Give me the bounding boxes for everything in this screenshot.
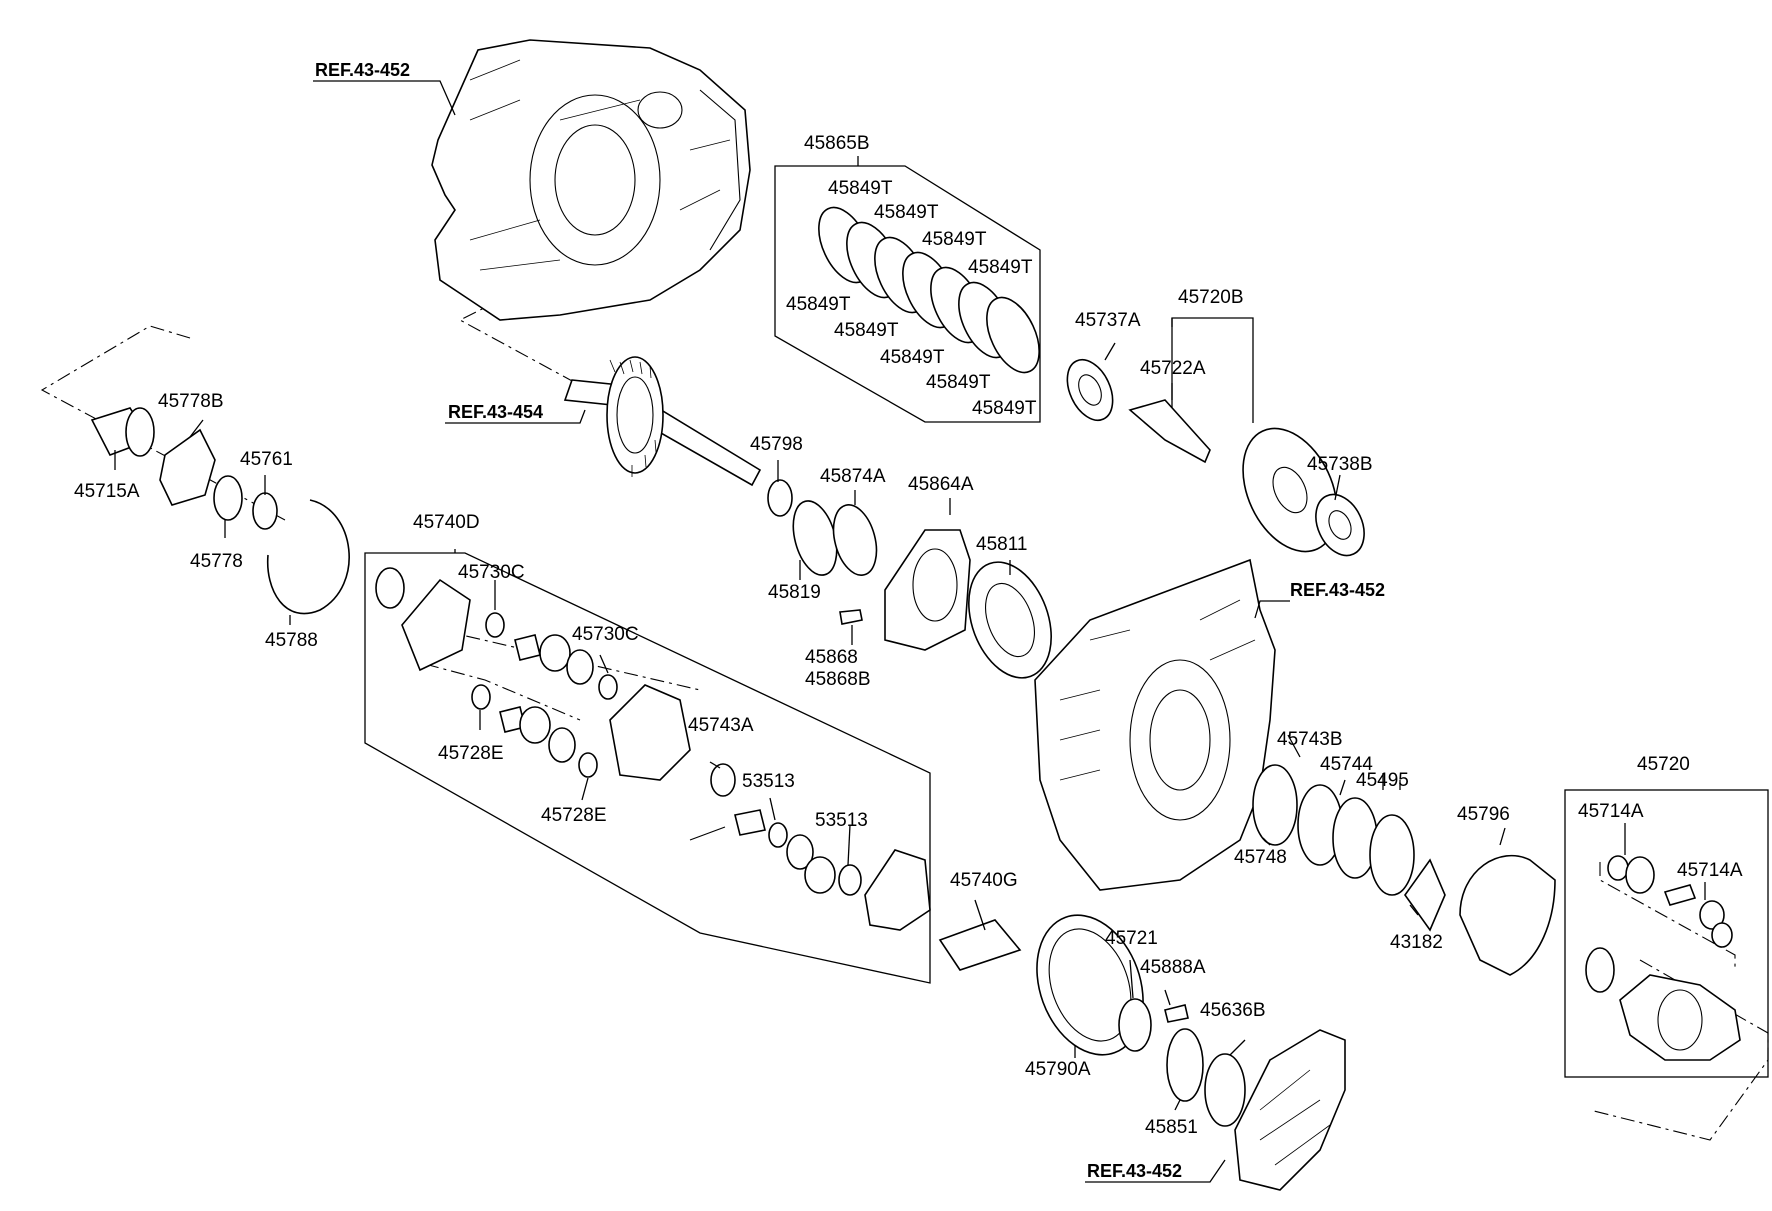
- part-label-45722A: 45722A: [1140, 358, 1206, 379]
- part-label-45849T: 45849T: [880, 347, 945, 368]
- part-label-45738B: 45738B: [1307, 454, 1373, 475]
- part-label-45790A: 45790A: [1025, 1059, 1091, 1080]
- part-label-45778B: 45778B: [158, 391, 224, 412]
- part-label-45728E: 45728E: [438, 743, 504, 764]
- planetary-group-45740D: [375, 567, 931, 931]
- planet-carrier-45720: [1585, 855, 1741, 1061]
- centerline-planetary: [424, 663, 581, 721]
- part-label-45849T: 45849T: [786, 294, 851, 315]
- part-label-45730C: 45730C: [572, 624, 639, 645]
- part-label-45888A: 45888A: [1140, 957, 1206, 978]
- part-label-45849T: 45849T: [922, 229, 987, 250]
- part-label-43182: 43182: [1390, 932, 1443, 953]
- part-label-45811: 45811: [976, 534, 1027, 555]
- part-label-45728E: 45728E: [541, 805, 607, 826]
- centerline-45720-inner: [1599, 862, 1736, 970]
- part-label-45868: 45868: [805, 647, 858, 668]
- part-label-45743B: 45743B: [1277, 729, 1343, 750]
- group-box-45865B: [774, 165, 1041, 423]
- part-label-45851: 45851: [1145, 1117, 1198, 1138]
- part-label-45720: 45720: [1637, 754, 1690, 775]
- group-box-45740D: [364, 552, 931, 984]
- part-label-45495: 45495: [1356, 770, 1409, 791]
- part-label-45865B: 45865B: [804, 133, 870, 154]
- ref-label-right-case: REF.43-452: [1290, 580, 1385, 600]
- output-shaft: [563, 356, 762, 487]
- part-label-45740D: 45740D: [413, 512, 480, 533]
- part-label-45636B: 45636B: [1200, 1000, 1266, 1021]
- left-bearing-parts: [90, 407, 350, 615]
- ref-label-upper-case: REF.43-452: [315, 60, 410, 80]
- part-label-45788: 45788: [265, 630, 318, 651]
- part-label-45849T: 45849T: [926, 372, 991, 393]
- clutch-plate-stack: [818, 206, 1040, 374]
- part-label-45868B: 45868B: [805, 669, 871, 690]
- gear-assembly-45720B: [1066, 358, 1365, 557]
- part-label-53513: 53513: [742, 771, 795, 792]
- part-label-45796: 45796: [1457, 804, 1510, 825]
- part-label-45714A: 45714A: [1677, 860, 1743, 881]
- part-label-45743A: 45743A: [688, 715, 754, 736]
- part-label-45874A: 45874A: [820, 466, 886, 487]
- part-label-45798: 45798: [750, 434, 803, 455]
- right-rings: [1252, 764, 1556, 976]
- part-label-45740G: 45740G: [950, 870, 1018, 891]
- part-label-45761: 45761: [240, 449, 293, 470]
- ref-label-bottom-cover: REF.43-452: [1087, 1161, 1182, 1181]
- transmission-case-upper: [431, 39, 751, 321]
- centerline-planetary-2: [439, 629, 701, 691]
- part-label-45778: 45778: [190, 551, 243, 572]
- part-label-45849T: 45849T: [834, 320, 899, 341]
- part-label-45714A: 45714A: [1578, 801, 1644, 822]
- part-label-45864A: 45864A: [908, 474, 974, 495]
- leader-lines: [114, 80, 1706, 1183]
- part-label-45730C: 45730C: [458, 562, 525, 583]
- part-label-45819: 45819: [768, 582, 821, 603]
- part-label-45849T: 45849T: [968, 257, 1033, 278]
- middle-parts: [767, 479, 1052, 679]
- centerline-right: [1589, 959, 1769, 1141]
- part-label-45849T: 45849T: [972, 398, 1037, 419]
- part-label-45720B: 45720B: [1178, 287, 1244, 308]
- bottom-parts: [938, 914, 1346, 1191]
- part-label-45744: 45744: [1320, 754, 1373, 775]
- part-label-45849T: 45849T: [828, 178, 893, 199]
- part-label-45748: 45748: [1234, 847, 1287, 868]
- centerline-left: [40, 325, 286, 521]
- part-label-45737A: 45737A: [1075, 310, 1141, 331]
- group-box-45720: [1564, 789, 1769, 1078]
- part-label-45849T: 45849T: [874, 202, 939, 223]
- ref-label-shaft: REF.43-454: [448, 402, 543, 422]
- part-label-45715A: 45715A: [74, 481, 140, 502]
- part-label-45721: 45721: [1105, 928, 1158, 949]
- part-label-53513: 53513: [815, 810, 868, 831]
- transmission-case-right: [1034, 558, 1276, 891]
- centerline-case-shaft: [458, 299, 586, 389]
